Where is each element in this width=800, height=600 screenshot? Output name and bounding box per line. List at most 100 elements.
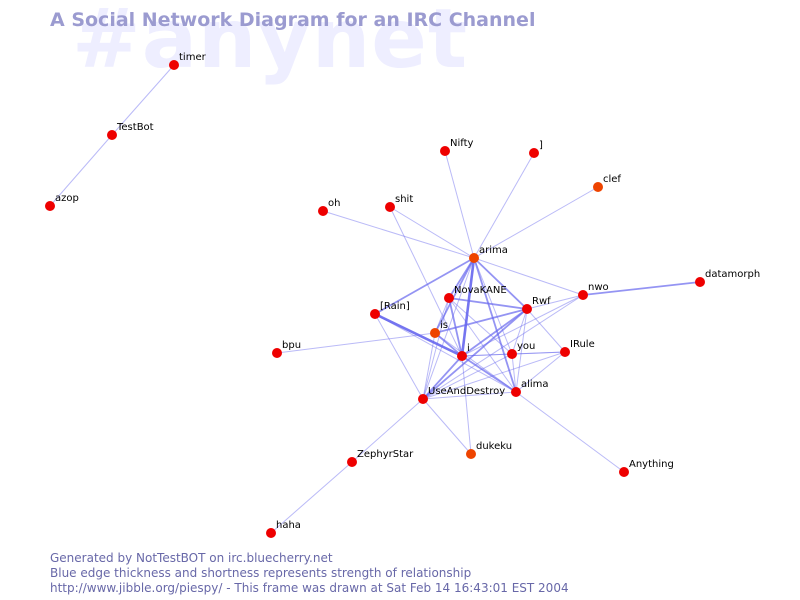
node-useanddestroy: UseAndDestroy <box>418 386 505 404</box>
node-label: azop <box>55 193 79 204</box>
node-dot <box>370 309 380 319</box>
node-label: nwo <box>588 282 609 293</box>
edge-rwf-is <box>434 308 528 334</box>
edge-i-useanddestroy <box>422 355 463 400</box>
footer: Generated by NotTestBOT on irc.bluecherr… <box>50 551 569 596</box>
edge-novakane-you <box>448 297 513 355</box>
edge-rain-i <box>374 312 463 358</box>
node-zephyrstar: ZephyrStar <box>347 449 414 467</box>
node-irule: IRule <box>560 339 595 357</box>
node-label: oh <box>328 198 340 209</box>
edge-irule-useanddestroy <box>422 351 566 400</box>
node-you: you <box>507 341 535 359</box>
edge-rwf-you <box>511 308 528 355</box>
node-dot <box>45 201 55 211</box>
node-dot <box>266 528 276 538</box>
edge-arima-i <box>460 257 476 357</box>
edge-arima-rain <box>374 257 475 315</box>
node-nwo: nwo <box>578 282 609 300</box>
node-oh: oh <box>318 198 340 216</box>
node-label: shit <box>395 194 413 205</box>
edge-bracket-arima <box>473 152 535 259</box>
node-is: is <box>430 320 448 338</box>
node-label: NovaKANE <box>454 285 507 296</box>
node-label: Rwf <box>532 296 551 307</box>
node-label: you <box>517 341 535 352</box>
node-dot <box>457 351 467 361</box>
node-label: haha <box>276 520 301 531</box>
node-label: alima <box>521 379 549 390</box>
node-dot <box>578 290 588 300</box>
node-dot <box>522 304 532 314</box>
edge-arima-you <box>473 257 513 355</box>
node-dot <box>440 146 450 156</box>
node-label: i <box>467 343 470 354</box>
node-dot <box>430 328 440 338</box>
edge-shit-arima <box>389 206 475 259</box>
edge-alima-anything <box>515 391 625 473</box>
node-datamorph: datamorph <box>695 269 760 287</box>
edge-shit-i <box>389 206 463 357</box>
edge-irule-alima <box>515 351 566 393</box>
edge-arima-alima <box>473 257 517 393</box>
node-dot <box>347 457 357 467</box>
edge-timer-testbot <box>111 64 175 136</box>
node-dot <box>466 449 476 459</box>
edge-rwf-alima <box>515 308 528 393</box>
node-dot <box>469 253 479 263</box>
node-label: arima <box>479 245 508 256</box>
edge-rwf-irule <box>526 308 566 353</box>
edge-rain-alima <box>374 313 517 393</box>
edge-i-alima <box>461 355 517 393</box>
edge-oh-arima <box>322 210 475 259</box>
node-bracket: ] <box>529 140 543 158</box>
node-dot <box>418 394 428 404</box>
node-label: TestBot <box>116 122 154 133</box>
node-dot <box>169 60 179 70</box>
edge-arima-nwo <box>473 257 584 296</box>
node-label: datamorph <box>705 269 760 280</box>
edge-nwo-datamorph <box>582 281 701 296</box>
edge-useanddestroy-dukeku <box>422 398 472 455</box>
node-testbot: TestBot <box>107 122 154 140</box>
node-label: ] <box>539 140 543 151</box>
node-dot <box>444 293 454 303</box>
footer-generated-by: Generated by NotTestBOT on irc.bluecherr… <box>50 551 333 565</box>
node-label: dukeku <box>476 441 512 452</box>
node-label: timer <box>179 52 207 63</box>
node-dot <box>593 182 603 192</box>
node-haha: haha <box>266 520 301 538</box>
node-label: Anything <box>629 459 674 470</box>
node-bpu: bpu <box>272 340 301 358</box>
node-label: Nifty <box>450 138 474 149</box>
node-label: is <box>440 320 448 331</box>
node-dukeku: dukeku <box>466 441 512 459</box>
node-clef: clef <box>593 174 621 192</box>
node-timer: timer <box>169 52 207 70</box>
edge-rwf-useanddestroy <box>422 308 528 400</box>
edge-you-alima <box>511 353 517 393</box>
edge-layer <box>49 64 701 534</box>
edge-novakane-is <box>434 297 450 334</box>
edge-i-dukeku <box>461 355 472 455</box>
node-dot <box>318 206 328 216</box>
node-label: bpu <box>282 340 301 351</box>
footer-legend: Blue edge thickness and shortness repres… <box>50 566 472 580</box>
edge-rain-useanddestroy <box>374 313 424 400</box>
node-novakane: NovaKANE <box>444 285 507 303</box>
node-alima: alima <box>511 379 549 397</box>
edge-zephyrstar-haha <box>270 461 353 534</box>
edge-is-bpu <box>276 332 436 354</box>
edge-you-irule <box>511 351 566 355</box>
node-dot <box>619 467 629 477</box>
node-shit: shit <box>385 194 413 212</box>
edge-novakane-rwf <box>448 297 528 310</box>
edge-useanddestroy-alima <box>422 391 517 400</box>
edge-testbot-azop <box>49 134 113 207</box>
node-dot <box>507 349 517 359</box>
footer-credit: http://www.jibble.org/piespy/ - This fra… <box>50 581 569 595</box>
node-dot <box>529 148 539 158</box>
